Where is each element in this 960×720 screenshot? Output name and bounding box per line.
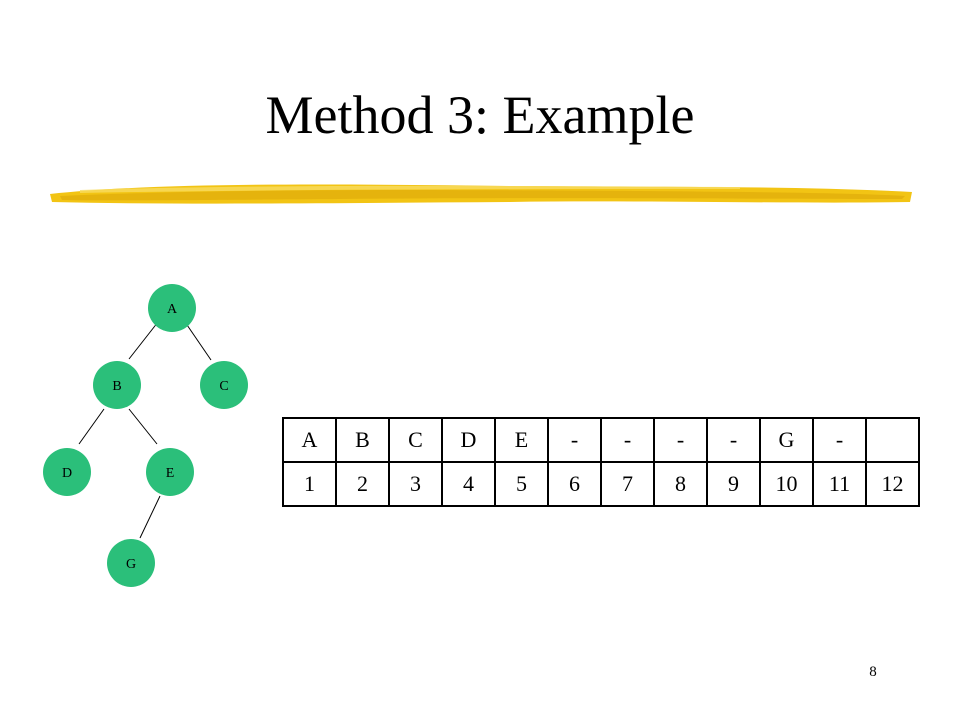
tree-edge-b-e	[128, 408, 158, 445]
tree-node-c: C	[200, 361, 248, 409]
array-index-cell: 3	[388, 461, 443, 507]
svg-text:E: E	[166, 466, 175, 481]
array-value-cell	[865, 417, 920, 463]
array-index-cell: 9	[706, 461, 761, 507]
tree-node-g: G	[107, 539, 155, 587]
tree-node-e: E	[146, 448, 194, 496]
array-index-cell: 8	[653, 461, 708, 507]
array-indices-row: 1 2 3 4 5 6 7 8 9 10 11 12	[282, 461, 920, 507]
array-value-cell: C	[388, 417, 443, 463]
tree-edge-e-g	[139, 495, 161, 539]
array-index-cell: 6	[547, 461, 602, 507]
array-value-cell: E	[494, 417, 549, 463]
title-underline-brush	[50, 184, 912, 204]
tree-node-d: D	[43, 448, 91, 496]
array-value-cell: G	[759, 417, 814, 463]
tree-node-a: A	[148, 284, 196, 332]
array-index-cell: 11	[812, 461, 867, 507]
tree-node-b: B	[93, 361, 141, 409]
tree-edge-a-b	[128, 321, 159, 360]
array-value-cell: -	[706, 417, 761, 463]
svg-text:A: A	[167, 302, 178, 317]
array-index-cell: 4	[441, 461, 496, 507]
svg-text:D: D	[62, 466, 72, 481]
array-index-cell: 12	[865, 461, 920, 507]
tree-edge-b-d	[78, 408, 105, 445]
svg-text:C: C	[219, 379, 228, 394]
svg-text:G: G	[126, 557, 136, 572]
array-value-cell: -	[653, 417, 708, 463]
slide-title: Method 3: Example	[265, 85, 695, 145]
array-value-cell: -	[547, 417, 602, 463]
array-value-cell: -	[600, 417, 655, 463]
array-value-cell: D	[441, 417, 496, 463]
svg-text:B: B	[112, 379, 121, 394]
array-index-cell: 2	[335, 461, 390, 507]
tree-edge-a-c	[184, 321, 212, 361]
array-table: A B C D E - - - - G - 1 2 3 4 5 6 7 8 9 …	[282, 417, 920, 507]
array-values-row: A B C D E - - - - G -	[282, 417, 920, 463]
array-index-cell: 5	[494, 461, 549, 507]
array-value-cell: B	[335, 417, 390, 463]
array-index-cell: 1	[282, 461, 337, 507]
array-index-cell: 10	[759, 461, 814, 507]
array-value-cell: A	[282, 417, 337, 463]
page-number: 8	[869, 664, 877, 680]
array-value-cell: -	[812, 417, 867, 463]
array-index-cell: 7	[600, 461, 655, 507]
